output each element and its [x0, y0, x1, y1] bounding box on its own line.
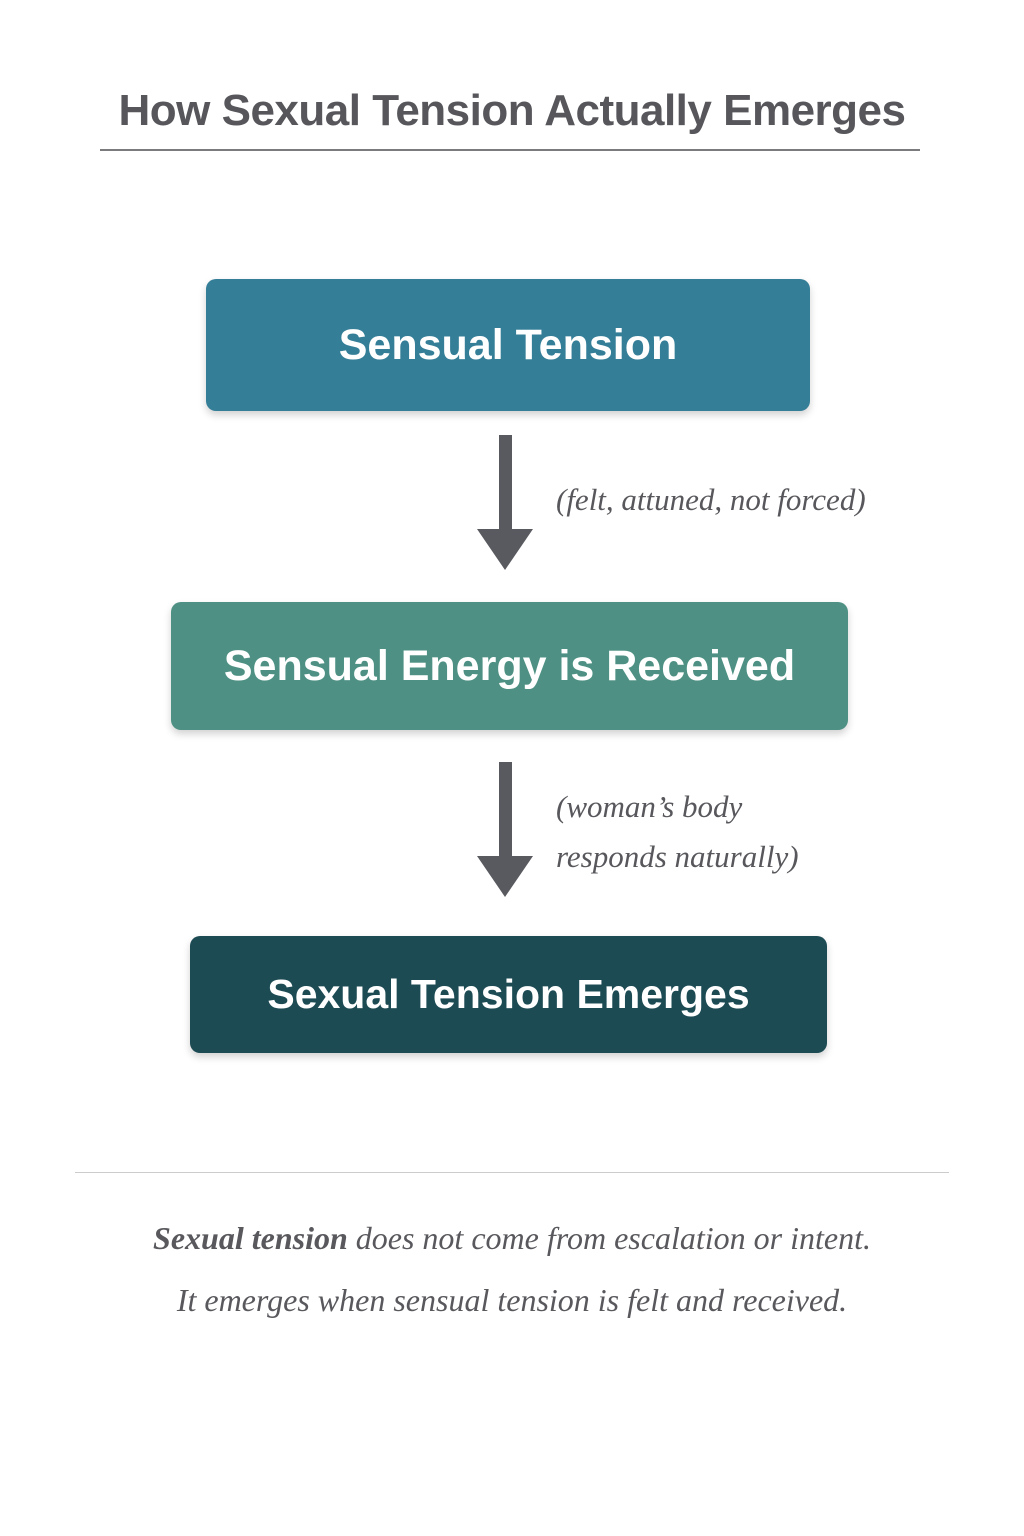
annotation-line: responds naturally) — [556, 839, 799, 874]
arrow-shaft — [498, 762, 512, 856]
flow-box-label: Sexual Tension Emerges — [267, 971, 750, 1017]
title-underline — [100, 149, 920, 151]
arrow-head — [477, 856, 533, 897]
flow-box-label: Sensual Tension — [338, 320, 678, 369]
arrow-annotation-2: (woman’s body responds naturally) — [556, 782, 799, 882]
flow-box-sexual-tension-emerges: Sexual Tension Emerges — [190, 936, 827, 1053]
footer-emphasis: Sexual tension — [153, 1220, 348, 1256]
flow-box-sensual-tension: Sensual Tension — [206, 279, 810, 411]
footer-divider — [75, 1172, 949, 1173]
arrow-annotation-1: (felt, attuned, not forced) — [556, 482, 866, 518]
annotation-line: (felt, attuned, not forced) — [556, 482, 866, 517]
flow-box-sensual-energy-received: Sensual Energy is Received — [171, 602, 848, 730]
annotation-line: (woman’s body — [556, 789, 743, 824]
arrow-head — [477, 529, 533, 570]
down-arrow-icon — [477, 435, 533, 570]
footer-text-line1: Sexual tension does not come from escala… — [0, 1220, 1024, 1257]
arrow-shaft — [498, 435, 512, 529]
footer-rest: does not come from escalation or intent. — [347, 1220, 871, 1256]
down-arrow-icon — [477, 762, 533, 897]
flow-box-label: Sensual Energy is Received — [223, 641, 796, 690]
footer-text-line2: It emerges when sensual tension is felt … — [176, 1282, 848, 1318]
page-title: How Sexual Tension Actually Emerges — [118, 86, 906, 135]
